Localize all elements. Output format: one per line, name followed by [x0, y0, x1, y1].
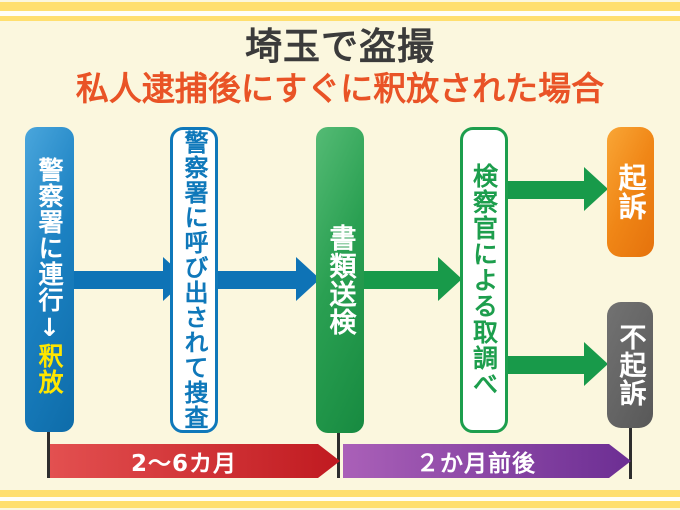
timeline-period-2: ２か月前後: [343, 444, 631, 478]
step-document-referral: 書類送検: [316, 127, 364, 433]
outcome-non-indictment-label: 不起訴: [614, 323, 646, 407]
arrow-shaft: [508, 355, 585, 374]
bottom-stripe-yellow-1: [0, 490, 680, 497]
page-title: 埼玉で盗撮: [245, 25, 435, 68]
timeline-tick-right: [629, 428, 632, 479]
header: 埼玉で盗撮 私人逮捕後にすぐに釈放された場合: [0, 25, 680, 108]
arrow-head: [584, 342, 608, 386]
step-police-summons-investigation: 警察署に呼び出されて捜査: [170, 127, 218, 433]
release-highlight-label: 釈放: [35, 343, 64, 395]
timeline-period-1: 2〜6カ月: [50, 444, 340, 478]
arrow-right-icon-papers-to-prosecutor: [364, 257, 462, 302]
top-stripe-white: [0, 11, 680, 16]
arrow-right-icon-summons-to-papers: [218, 257, 320, 302]
step-prosecutor-interrogation: 検察官による取調べ: [460, 127, 508, 433]
arrow-head: [584, 167, 608, 211]
bottom-stripe-yellow-2: [0, 501, 680, 508]
arrow-head: [438, 257, 462, 301]
outcome-non-indictment: 不起訴: [607, 302, 653, 428]
arrow-shaft: [508, 180, 585, 199]
outcome-indictment-label: 起訴: [614, 163, 648, 221]
timeline-period-2-label: ２か月前後: [416, 451, 536, 477]
outcome-indictment: 起訴: [607, 127, 654, 257]
step-document-referral-label: 書類送検: [324, 224, 356, 336]
step-police-summons-label: 警察署に呼び出されて捜査: [180, 130, 208, 430]
arrow-shaft: [74, 270, 164, 289]
timeline-tick-middle: [337, 430, 340, 478]
arrow-shaft: [364, 270, 439, 289]
step-police-escort-release: 警察署に連行↓釈放: [25, 127, 74, 432]
arrow-right-icon-to-indictment: [508, 167, 608, 212]
step-police-escort-label: 警察署に連行↓釈放: [35, 157, 64, 395]
top-stripe-yellow-2: [0, 16, 680, 21]
arrow-right-icon-to-non-indictment: [508, 342, 608, 387]
top-stripe-yellow-1: [0, 2, 680, 11]
page-subtitle: 私人逮捕後にすぐに釈放された場合: [75, 68, 605, 108]
bottom-stripe-white: [0, 497, 680, 501]
arrow-shaft: [218, 270, 297, 289]
timeline-period-1-label: 2〜6カ月: [130, 451, 237, 477]
timeline-tick-left: [47, 430, 50, 478]
step-prosecutor-interrogation-label: 検察官による取調べ: [469, 163, 499, 397]
